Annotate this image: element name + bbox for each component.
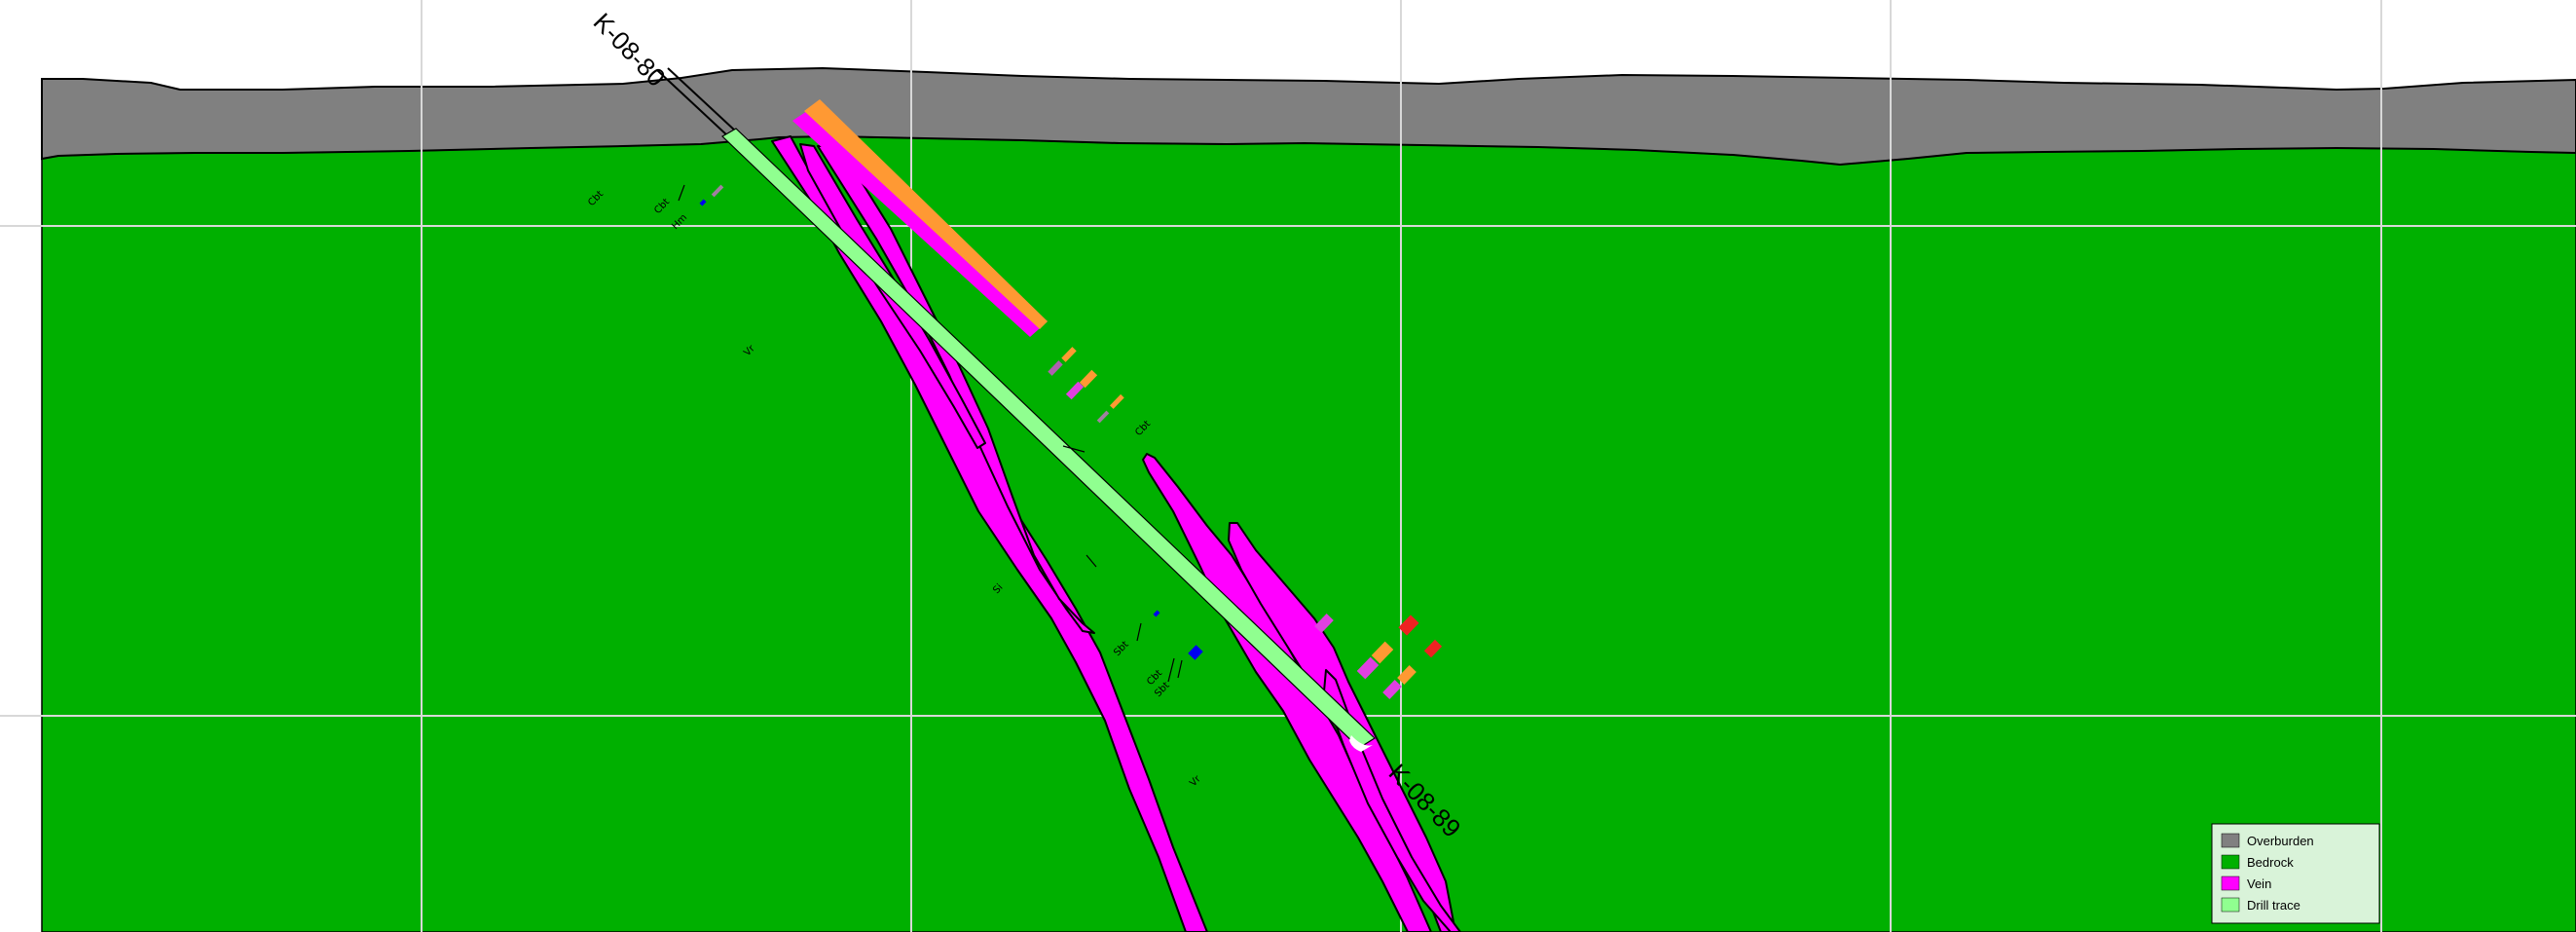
- assay-interval-orange: [1397, 665, 1417, 685]
- assay-interval-blue: [1153, 610, 1160, 617]
- assay-interval-orange: [1110, 393, 1124, 409]
- tick-mark: [1086, 554, 1097, 568]
- legend-item: Overburden: [2221, 833, 2314, 848]
- legend-box: [2211, 823, 2380, 924]
- legend-swatch: [2221, 833, 2240, 848]
- assay-column-magenta: [792, 109, 1048, 337]
- legend-swatch: [2221, 897, 2240, 913]
- assay-interval-blue: [1188, 645, 1203, 660]
- assay-interval-orange: [1061, 347, 1077, 362]
- legend-label: Overburden: [2247, 834, 2314, 848]
- drillhole-collar-line: [667, 67, 737, 132]
- assay-interval-magenta: [1048, 360, 1063, 376]
- assay-interval-magenta: [1065, 381, 1085, 400]
- tick-mark: [1062, 445, 1086, 453]
- overburden-unit: [41, 66, 2576, 167]
- legend-label: Vein: [2247, 876, 2271, 891]
- legend-item: Bedrock: [2221, 854, 2294, 870]
- assay-interval-orange: [1079, 369, 1098, 389]
- tick-mark: [678, 184, 685, 202]
- legend-item: Vein: [2221, 876, 2271, 891]
- assay-interval-red: [1423, 639, 1443, 658]
- drillhole-collar-line: [656, 69, 729, 137]
- assay-column-orange: [804, 99, 1048, 329]
- drillhole-trace: [721, 128, 1376, 749]
- tick-mark: [1177, 659, 1183, 679]
- structural-ticks: [678, 184, 1183, 683]
- unit-legend: Overburden Bedrock Vein Drill trace: [2211, 823, 2380, 924]
- drillhole-trace-end: [1349, 735, 1373, 752]
- assay-interval-magenta: [1356, 656, 1380, 680]
- legend-swatch: [2221, 854, 2240, 870]
- legend-item: Drill trace: [2221, 897, 2300, 913]
- legend-label: Bedrock: [2247, 855, 2294, 870]
- legend-swatch: [2221, 876, 2240, 891]
- assay-interval-grey: [1096, 410, 1110, 424]
- assay-interval-blue: [699, 199, 707, 206]
- assay-interval-red: [1398, 615, 1419, 636]
- tick-mark: [1167, 657, 1175, 683]
- assay-intervals: [699, 184, 1443, 699]
- vein-body: [1142, 453, 1432, 932]
- legend-label: Drill trace: [2247, 898, 2300, 913]
- assay-interval-magenta: [1314, 614, 1334, 633]
- assay-interval-orange: [1371, 641, 1394, 664]
- assay-interval-magenta: [1382, 680, 1402, 699]
- assay-interval-grey: [711, 184, 724, 198]
- tick-mark: [1136, 622, 1142, 642]
